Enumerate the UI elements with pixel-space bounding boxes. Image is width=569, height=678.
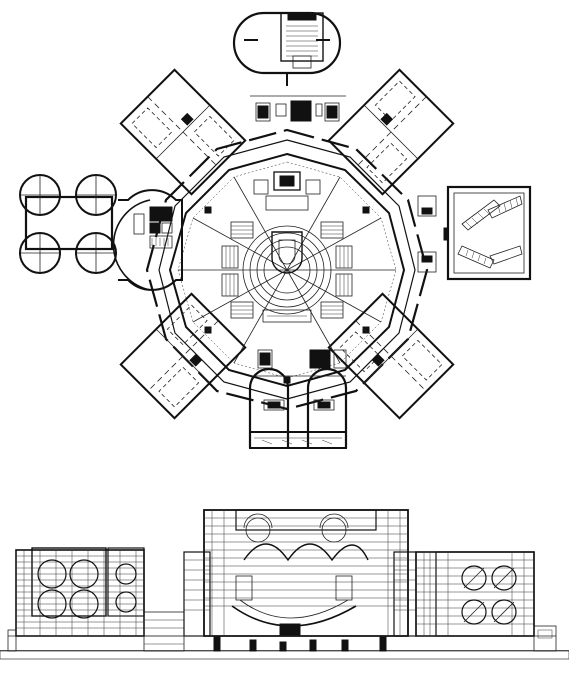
radial-aisles bbox=[178, 176, 396, 364]
section-right-wing bbox=[415, 551, 557, 652]
north-entrance-tower bbox=[232, 11, 342, 86]
northeast-wing bbox=[327, 68, 455, 196]
section-left-wing bbox=[7, 547, 185, 652]
stage-horseshoe bbox=[271, 231, 303, 274]
floor-plan bbox=[19, 11, 532, 449]
southwest-wing bbox=[119, 292, 247, 420]
auditorium-hall bbox=[168, 152, 406, 388]
south-entrance-towers bbox=[248, 367, 348, 449]
east-stair-block bbox=[443, 185, 532, 281]
seating-blocks bbox=[221, 221, 353, 323]
section-central-hall bbox=[183, 509, 417, 652]
west-tower-cluster bbox=[19, 174, 183, 291]
north-cores bbox=[250, 95, 346, 122]
west-stair-blocks bbox=[133, 206, 173, 249]
upper-foyer-block bbox=[253, 171, 321, 211]
seating-rows bbox=[242, 225, 332, 315]
east-cores bbox=[417, 195, 437, 273]
ground-strip bbox=[0, 650, 569, 660]
southeast-wing bbox=[327, 292, 455, 420]
building-section bbox=[0, 509, 569, 660]
northwest-wing bbox=[119, 68, 247, 196]
south-cores bbox=[250, 349, 347, 377]
